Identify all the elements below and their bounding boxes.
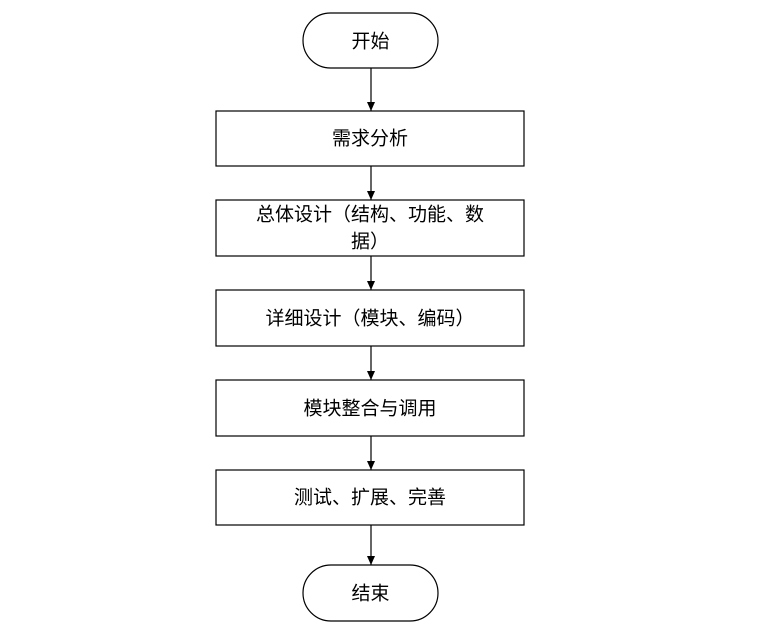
step-3-box	[215, 289, 525, 347]
step-1-node: 需求分析	[215, 110, 525, 167]
end-label: 结束	[351, 583, 389, 605]
step-2-box	[215, 199, 525, 257]
start-terminator-shape	[302, 12, 439, 69]
step-5-node: 测试、扩展、完善	[215, 469, 525, 526]
end-terminator-shape	[302, 564, 439, 622]
step-1-label: 需求分析	[332, 128, 408, 150]
step-4-label: 模块整合与调用	[303, 398, 436, 420]
step-1-box	[215, 110, 525, 167]
start-label: 开始	[351, 31, 389, 53]
step-2-label-line-1: 总体设计（结构、功能、数	[256, 204, 484, 226]
start-node: 开始	[302, 12, 439, 69]
step-4-node: 模块整合与调用	[215, 379, 525, 437]
step-4-box	[215, 379, 525, 437]
step-2-node: 总体设计（结构、功能、数 据）	[215, 199, 525, 257]
step-5-label: 测试、扩展、完善	[294, 487, 446, 509]
step-2-label-line-2: 据）	[351, 231, 389, 253]
step-5-box	[215, 469, 525, 526]
end-node: 结束	[302, 564, 439, 622]
step-3-label: 详细设计（模块、编码）	[265, 308, 474, 330]
step-3-node: 详细设计（模块、编码）	[215, 289, 525, 347]
